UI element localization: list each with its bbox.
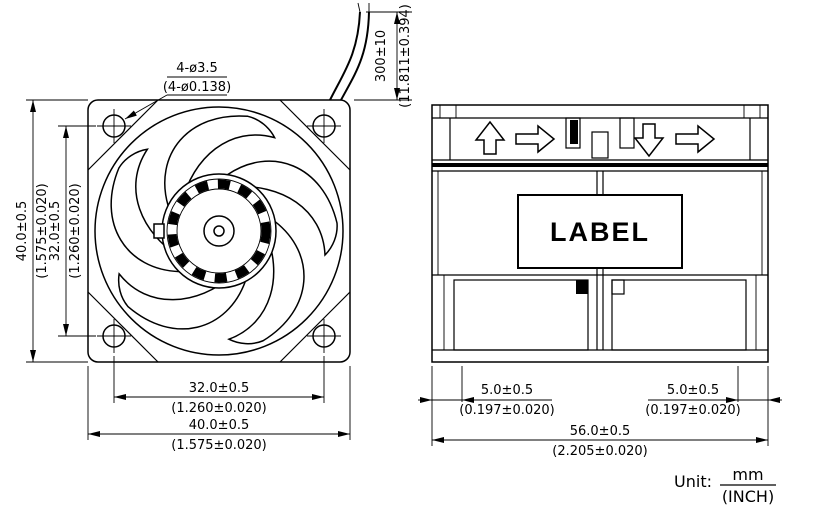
- airflow-down-arrow: [633, 123, 665, 158]
- lead-length-mm: 300±10: [374, 30, 389, 82]
- front-hole-pitch-v-inch: (1.260±0.020): [68, 183, 83, 278]
- label-plate: LABEL: [517, 194, 683, 269]
- flange-right-mm: 5.0±0.5: [667, 383, 719, 398]
- mounting-hole: [97, 109, 131, 143]
- mounting-hole: [307, 109, 341, 143]
- side-view: LABEL 5.0±0.5 (0.197±0.020): [418, 104, 782, 459]
- front-view: 4-ø3.5 (4-ø0.138) 40.0±0.5 (1.575±0.020)…: [15, 2, 413, 453]
- front-height-inch: (1.575±0.020): [35, 183, 50, 278]
- hub: [153, 173, 277, 289]
- dimension-flange-left-5: 5.0±0.5 (0.197±0.020): [418, 366, 555, 446]
- center-joint: [565, 117, 635, 350]
- flange-left-inch: (0.197±0.020): [459, 403, 554, 418]
- flange-right-inch: (0.197±0.020): [645, 403, 740, 418]
- dimension-depth-56: 56.0±0.5 (2.205±0.020): [432, 424, 768, 459]
- rotation-arrow-right: [675, 124, 716, 154]
- body-side-lines: [437, 171, 763, 275]
- hole-callout-mm: 4-ø3.5: [176, 61, 218, 76]
- top-face-lines: [432, 105, 768, 172]
- unit-prefix: Unit:: [674, 472, 712, 491]
- mounting-hole: [307, 319, 341, 353]
- lead-wires: [329, 2, 370, 101]
- unit-note: Unit: mm (INCH): [674, 465, 776, 506]
- unit-denominator: (INCH): [722, 487, 774, 506]
- flange-left-mm: 5.0±0.5: [481, 383, 533, 398]
- corner-chamfers: [87, 99, 351, 363]
- label-text: LABEL: [550, 217, 650, 247]
- dimension-hole-pitch-vertical-32: 32.0±0.5 (1.260±0.020): [48, 125, 96, 337]
- hole-callout-inch: (4-ø0.138): [163, 80, 231, 95]
- lead-length-inch: (11.811±0.394): [398, 4, 413, 108]
- front-hole-pitch-v-mm: 32.0±0.5: [48, 201, 63, 262]
- front-width-mm: 40.0±0.5: [189, 418, 250, 433]
- direction-arrows: [474, 120, 716, 158]
- depth-mm: 56.0±0.5: [570, 424, 631, 439]
- unit-numerator: mm: [732, 465, 763, 484]
- dimension-width-40: 40.0±0.5 (1.575±0.020): [87, 366, 351, 453]
- front-width-inch: (1.575±0.020): [171, 438, 266, 453]
- dimension-height-40: 40.0±0.5 (1.575±0.020): [15, 99, 88, 363]
- label-box: [517, 194, 683, 269]
- bottom-housing: [432, 274, 768, 351]
- mounting-holes: [97, 109, 341, 353]
- dimension-hole-callout: 4-ø3.5 (4-ø0.138): [124, 61, 231, 120]
- depth-inch: (2.205±0.020): [552, 444, 647, 459]
- front-hole-pitch-h-mm: 32.0±0.5: [189, 381, 250, 396]
- rotation-arrow-left: [515, 124, 556, 154]
- fan-blades: [110, 115, 338, 345]
- airflow-up-arrow: [474, 120, 506, 155]
- dimension-lead-length-300: 300±10 (11.811±0.394): [354, 4, 413, 108]
- front-height-mm: 40.0±0.5: [15, 201, 30, 262]
- dimension-flange-right-5: 5.0±0.5 (0.197±0.020): [645, 366, 782, 446]
- front-hole-pitch-h-inch: (1.260±0.020): [171, 401, 266, 416]
- dimension-hole-pitch-horizontal-32: 32.0±0.5 (1.260±0.020): [113, 356, 325, 416]
- mounting-hole: [97, 319, 131, 353]
